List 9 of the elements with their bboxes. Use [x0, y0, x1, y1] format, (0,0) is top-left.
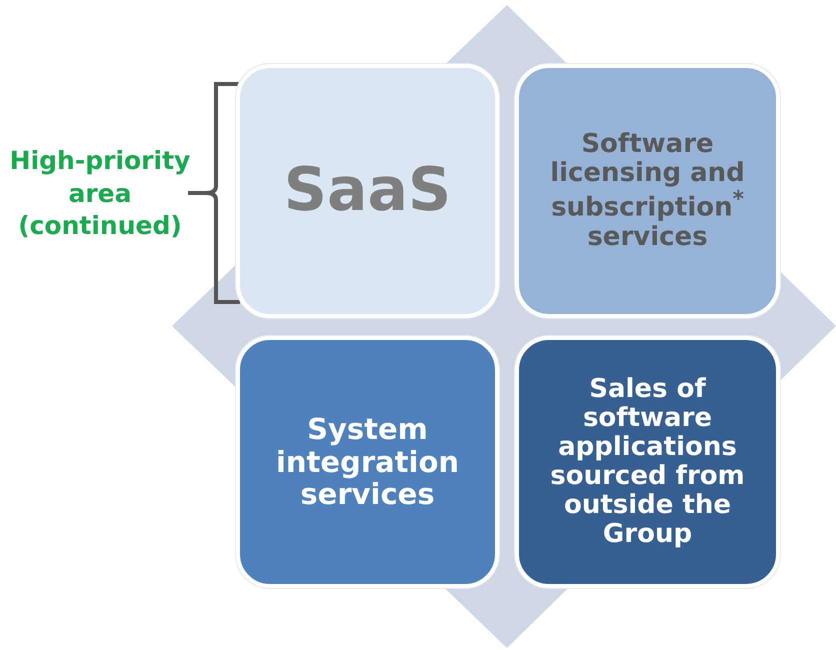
quadrant-box — [515, 336, 780, 588]
quadrant-box — [236, 64, 499, 318]
quadrant-text: Software licensing and subscription$^{*}$ services — [549, 130, 746, 252]
quadrant-box — [236, 336, 499, 588]
quadrant-text: Sales of software applications sourced from outside the Group — [549, 374, 746, 550]
quadrant-text: SaaS — [282, 157, 452, 225]
quadrant-text: System integration services — [274, 413, 460, 511]
quadrant-box — [515, 64, 780, 318]
bracket-label: High-priority area (continued) — [8, 145, 192, 242]
